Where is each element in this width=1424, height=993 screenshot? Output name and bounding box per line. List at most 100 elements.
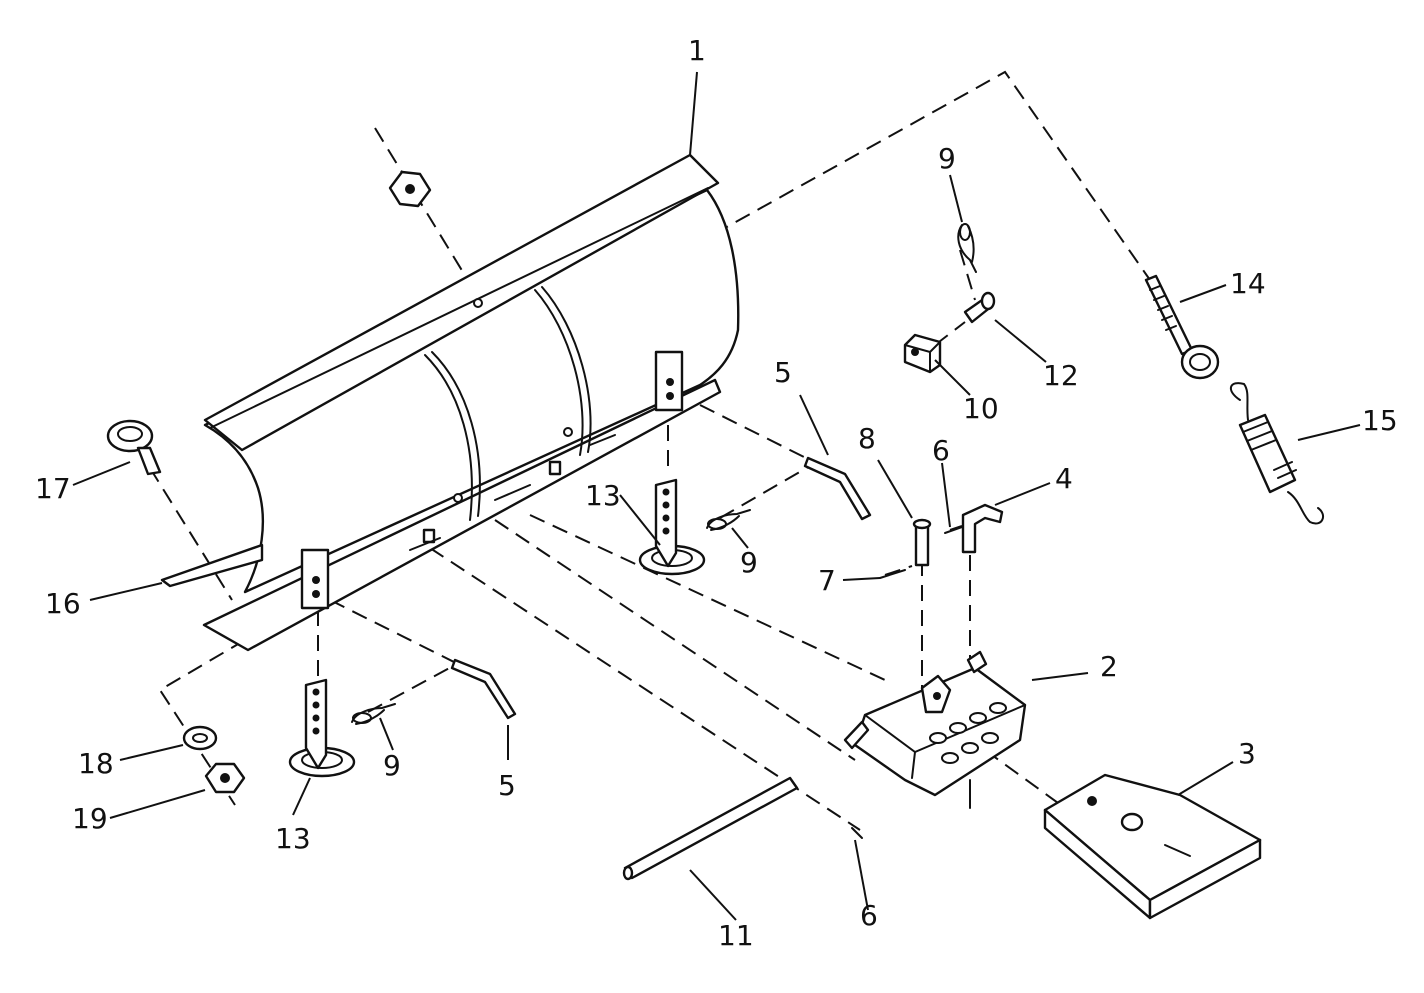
blade-bracket-right-hole2 [666, 392, 674, 400]
washer-18 [182, 725, 218, 751]
mount-hole-7 [981, 732, 999, 744]
blade-hole-a [453, 493, 463, 503]
hex-nut-top [388, 170, 432, 208]
blade-slot-c [589, 434, 616, 446]
mount-hole-1 [929, 732, 947, 744]
callout-3: 3 [1238, 737, 1256, 770]
hair-pin-clip-left-9 [351, 703, 396, 725]
dash-mount-to-plate [984, 749, 1066, 809]
hair-pin-clip-top-9 [957, 223, 977, 273]
cotter-pin-6-upper [944, 526, 963, 534]
eye-bolt-eye-hole [1189, 353, 1211, 371]
mount-bracket-body [853, 666, 1027, 797]
skid-shoe-left-13 [288, 678, 356, 778]
leader-6b [854, 839, 869, 911]
mount-stub-left [843, 720, 870, 750]
skid-shoe-right-hole1 [662, 488, 670, 496]
blade-tab-b [548, 460, 562, 476]
callout-9-left: 9 [383, 749, 401, 782]
callout-12: 12 [1043, 359, 1079, 392]
carriage-bolt-17 [106, 419, 162, 476]
leader-19 [109, 789, 206, 819]
blade-bottom-flange [202, 378, 722, 652]
blade-slot-b [494, 484, 531, 501]
blade-top-flange [203, 153, 720, 452]
blade-moldboard [160, 153, 740, 652]
mount-plate-slot [1164, 844, 1191, 857]
callout-7: 7 [818, 564, 836, 597]
leader-8 [877, 459, 913, 519]
leader-9b [731, 527, 749, 549]
dash-clip9-left [367, 664, 456, 713]
leader-16 [89, 582, 163, 601]
blade-top-edge [209, 187, 709, 429]
l-pin-4 [961, 503, 1004, 554]
mount-hole-4 [989, 702, 1007, 714]
bent-pin-right-5 [803, 456, 872, 521]
callout-5-left: 5 [498, 769, 516, 802]
callout-8: 8 [858, 422, 876, 455]
blade-bracket-right-hole1 [666, 378, 674, 386]
callout-6-lower: 6 [860, 899, 878, 932]
bent-pin-left-body [450, 658, 517, 720]
callout-1: 1 [688, 34, 706, 67]
leader-18 [119, 744, 184, 761]
cotter-pin-6-lower [851, 827, 863, 839]
skid-shoe-right-hole2 [662, 501, 670, 509]
leader-4 [994, 482, 1051, 506]
callout-16: 16 [45, 587, 81, 620]
mount-hole-5 [941, 752, 959, 764]
leader-lines [72, 71, 1361, 921]
spring-top-hook [1229, 382, 1249, 421]
leader-9a [379, 717, 394, 751]
skid-shoe-right-hole4 [662, 527, 670, 535]
clip-left-loop [352, 712, 372, 724]
callout-2: 2 [1100, 650, 1118, 683]
mount-bracket-lug-hole [933, 692, 941, 700]
callout-5-right: 5 [774, 356, 792, 389]
blade-bracket-left-hole2 [312, 590, 320, 598]
leader-3 [1177, 761, 1234, 796]
callout-14: 14 [1230, 267, 1266, 300]
pin-8 [912, 518, 932, 567]
mount-plate-boss [1120, 812, 1144, 832]
hex-nut-19 [204, 762, 246, 794]
bent-pin-left-5 [450, 658, 517, 720]
hair-pin-clip-right-9 [706, 509, 751, 531]
leader-13b [619, 494, 661, 546]
rod-11-body [623, 776, 799, 880]
mount-hole-6 [961, 742, 979, 754]
callout-18: 18 [78, 747, 114, 780]
block-10-body [903, 333, 942, 374]
skid-shoe-left-hole4 [312, 727, 320, 735]
mount-plate-3 [1043, 773, 1262, 920]
leader-10 [934, 359, 971, 396]
leader-6a [941, 462, 951, 528]
blade-rib-left-inner [431, 351, 481, 517]
mount-bracket-edges [864, 704, 1026, 779]
bolt-head [106, 419, 154, 453]
spring-bottom-hook [1287, 491, 1325, 525]
mount-bracket-2 [843, 650, 1027, 809]
leader-9c [949, 174, 963, 223]
skid-shoe-left-hole2 [312, 701, 320, 709]
hex-nut-19-hole [220, 773, 230, 783]
spring-15 [1229, 382, 1325, 525]
skid-shoe-left-hole1 [312, 688, 320, 696]
eye-bolt-14 [1144, 274, 1220, 380]
leader-17 [72, 461, 131, 486]
callout-9-top: 9 [938, 142, 956, 175]
mount-plate-side [1148, 838, 1262, 920]
blade-hole-b [563, 427, 573, 437]
dash-rod-c [529, 514, 886, 681]
eye-bolt-thread-lines [1149, 285, 1177, 331]
skid-shoe-left-hole3 [312, 714, 320, 722]
leader-5b [799, 394, 829, 456]
leader-13a [292, 777, 311, 816]
pin-8-head [912, 518, 932, 530]
leader-2 [1031, 672, 1089, 681]
dash-bolt17 [149, 467, 233, 601]
callout-13-right: 13 [585, 479, 621, 512]
clevis-pin-12-head [980, 291, 996, 311]
callout-9-right: 9 [740, 546, 758, 579]
